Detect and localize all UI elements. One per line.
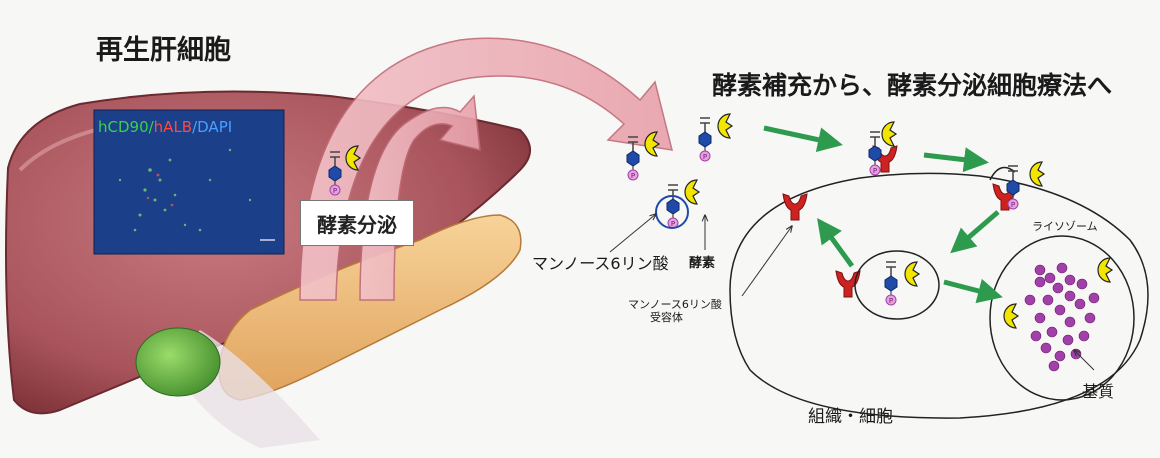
stain-label-dapi: /DAPI <box>192 118 232 136</box>
label-m6p-receptor-line2: 受容体 <box>628 311 722 324</box>
label-m6p-receptor: マンノース6リン酸 受容体 <box>628 298 722 324</box>
enzyme-free-3 <box>667 180 699 228</box>
enzyme-secretion-label: 酵素分泌 <box>317 209 397 238</box>
title-regenerated-hepatocytes: 再生肝細胞 <box>96 28 231 67</box>
title-enzyme-therapy: 酵素補充から、酵素分泌細胞療法へ <box>712 66 1112 102</box>
receptor-3 <box>783 194 807 220</box>
label-enzyme: 酵素 <box>689 252 715 271</box>
enzyme-free-2 <box>699 114 732 161</box>
label-mannose-6-phosphate: マンノース6リン酸 <box>532 250 669 274</box>
gallbladder <box>136 328 220 396</box>
substrate-cluster <box>1025 263 1099 371</box>
lysosome-enzyme-1 <box>1098 258 1112 282</box>
stain-label-cd90: hCD90/ <box>98 118 154 136</box>
stain-label-alb: hALB <box>154 118 192 136</box>
label-lysosome: ライソゾーム <box>1032 218 1098 234</box>
endosome-enzyme <box>885 262 919 305</box>
stain-label: hCD90/hALB/DAPI <box>98 118 232 136</box>
label-substrate: 基質 <box>1082 378 1114 402</box>
label-tissue-cell: 組織・細胞 <box>808 402 893 427</box>
enzyme-secretion-box: 酵素分泌 <box>300 200 414 246</box>
label-m6p-receptor-line1: マンノース6リン酸 <box>628 298 722 311</box>
lysosome-enzyme-2 <box>1004 304 1018 328</box>
